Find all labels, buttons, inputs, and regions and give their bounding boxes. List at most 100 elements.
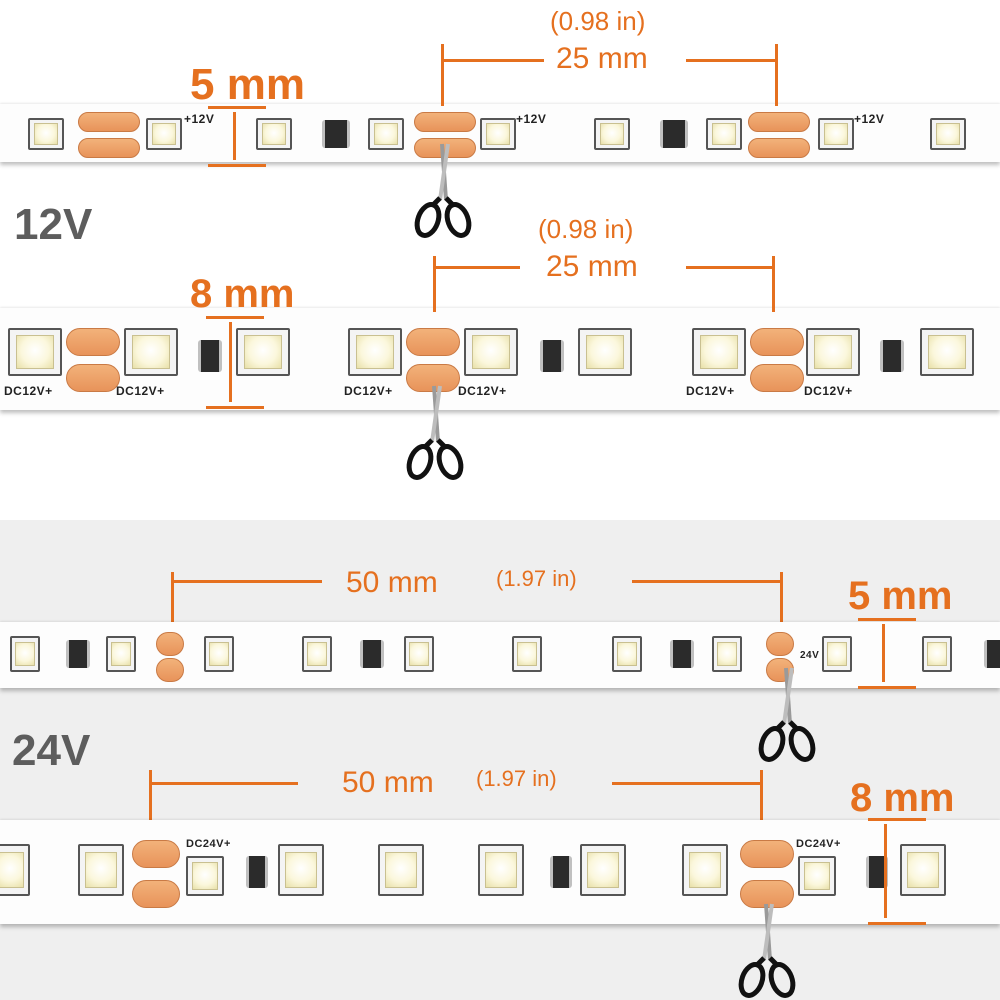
solder-pad: [748, 138, 810, 158]
led: [404, 636, 434, 672]
solder-pad: [766, 658, 794, 682]
resistor: [540, 340, 564, 372]
led: [302, 636, 332, 672]
solder-pad: [750, 364, 804, 392]
width-extension-line: [858, 618, 916, 621]
led: [930, 118, 966, 150]
led: [256, 118, 292, 150]
solder-pad: [156, 632, 184, 656]
led: [578, 328, 632, 376]
solder-pad: [78, 138, 140, 158]
led: [922, 636, 952, 672]
led: [8, 328, 62, 376]
pitch-inches-label: (0.98 in): [550, 6, 646, 36]
width-extension-line: [858, 686, 916, 689]
led: [368, 118, 404, 150]
extension-line: [441, 44, 444, 106]
extension-line: [149, 770, 152, 824]
pitch-dimension-line: [444, 59, 544, 62]
led: [798, 856, 836, 896]
solder-pad: [406, 364, 460, 392]
width-dimension-line: [882, 624, 885, 682]
solder-pad: [750, 328, 804, 356]
polarity-label: DC24V+: [186, 838, 231, 850]
solder-pad: [414, 112, 476, 132]
solder-pad: [78, 112, 140, 132]
extension-line: [171, 572, 174, 622]
pitch-dimension-line: [632, 580, 780, 583]
pitch-mm-label: 50 mm: [346, 566, 438, 599]
polarity-label: 24V: [800, 650, 820, 661]
width-extension-line: [868, 922, 926, 925]
led: [682, 844, 728, 896]
polarity-label: DC12V+: [458, 384, 507, 398]
polarity-label: DC24V+: [796, 838, 841, 850]
extension-line: [760, 770, 763, 824]
resistor: [360, 640, 384, 668]
led: [378, 844, 424, 896]
solder-pad: [740, 840, 794, 868]
scissors-icon: [406, 385, 464, 480]
scissors-icon: [758, 667, 816, 762]
led: [706, 118, 742, 150]
resistor: [880, 340, 904, 372]
led: [612, 636, 642, 672]
polarity-label: DC12V+: [804, 384, 853, 398]
led: [806, 328, 860, 376]
solder-pad: [748, 112, 810, 132]
resistor: [550, 856, 572, 888]
pitch-dimension-line: [612, 782, 760, 785]
led: [0, 844, 30, 896]
width-extension-line: [868, 818, 926, 821]
resistor: [660, 120, 688, 148]
pitch-dimension-line: [174, 580, 322, 583]
width-dimension-line: [884, 824, 887, 918]
width-extension-line: [206, 406, 264, 409]
voltage-label-12v: 12V: [14, 200, 93, 249]
strip-24v-5mm: 24V: [0, 622, 1000, 688]
led: [580, 844, 626, 896]
led: [236, 328, 290, 376]
polarity-label: +12V: [516, 112, 547, 126]
pitch-mm-label: 50 mm: [342, 766, 434, 799]
led: [106, 636, 136, 672]
resistor: [246, 856, 268, 888]
pitch-inches-label: (1.97 in): [476, 766, 557, 791]
resistor: [198, 340, 222, 372]
strip-width-label: 5 mm: [190, 60, 305, 109]
extension-line: [772, 256, 775, 312]
resistor: [322, 120, 350, 148]
solder-pad: [132, 880, 180, 908]
led: [512, 636, 542, 672]
pitch-dimension-line: [152, 782, 298, 785]
pitch-mm-label: 25 mm: [546, 250, 638, 283]
voltage-label-24v: 24V: [12, 726, 91, 775]
resistor: [66, 640, 90, 668]
led: [464, 328, 518, 376]
pitch-inches-label: (0.98 in): [538, 214, 634, 244]
pitch-dimension-line: [686, 266, 772, 269]
width-extension-line: [208, 164, 266, 167]
led: [186, 856, 224, 896]
width-extension-line: [206, 316, 264, 319]
strip-width-label: 8 mm: [190, 272, 295, 316]
width-dimension-line: [233, 112, 236, 160]
led: [478, 844, 524, 896]
led: [692, 328, 746, 376]
strip-24v-8mm: DC24V+ DC24V+: [0, 820, 1000, 924]
strip-12v-5mm: +12V +12V +12V: [0, 104, 1000, 162]
led: [920, 328, 974, 376]
led: [818, 118, 854, 150]
solder-pad: [406, 328, 460, 356]
led: [712, 636, 742, 672]
solder-pad: [66, 328, 120, 356]
width-extension-line: [208, 106, 266, 109]
width-dimension-line: [229, 322, 232, 402]
pitch-dimension-line: [686, 59, 776, 62]
resistor: [984, 640, 1000, 668]
solder-pad: [66, 364, 120, 392]
polarity-label: DC12V+: [344, 384, 393, 398]
led: [146, 118, 182, 150]
strip-12v-8mm: DC12V+ DC12V+ DC12V+ DC12V+ DC12V+ DC12V…: [0, 308, 1000, 410]
polarity-label: DC12V+: [116, 384, 165, 398]
